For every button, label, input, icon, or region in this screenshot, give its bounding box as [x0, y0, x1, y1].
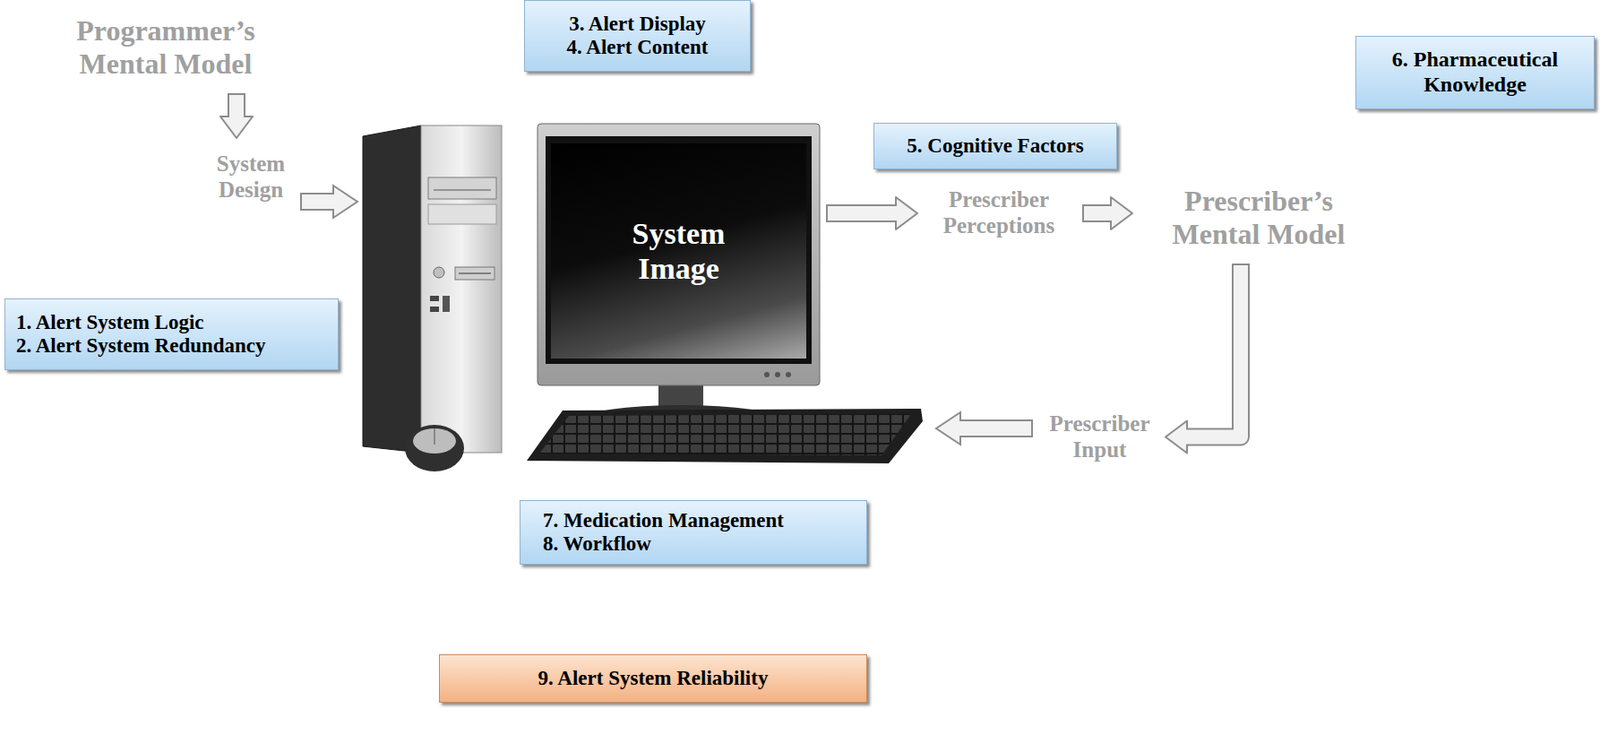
illustration-part: [404, 424, 465, 472]
illustration-part: [434, 428, 436, 445]
stage-text: Prescriber Perceptions: [922, 181, 1076, 245]
flow-arrow: [825, 197, 918, 230]
factor-box: 9. Alert System Reliability: [438, 653, 868, 703]
illustration-part: [421, 125, 502, 453]
arrow-fill: [1083, 206, 1114, 221]
illustration-part: [430, 306, 439, 312]
arrow-head: [220, 116, 253, 138]
illustration-part: [412, 428, 456, 454]
box-text: 9. Alert System Reliability: [538, 666, 769, 690]
flow-arrow: [1165, 263, 1241, 454]
stage-text: System Design: [204, 143, 298, 211]
box-text: 2. Alert System Redundancy: [16, 334, 267, 358]
mental-model-text: Prescriber’s Mental Model: [1139, 177, 1378, 259]
arrow-fill: [827, 206, 899, 221]
illustration-part: [764, 371, 770, 378]
illustration-part: [774, 371, 781, 378]
illustration-part: [433, 266, 445, 278]
box-text: 4. Alert Content: [567, 35, 709, 60]
illustration-part: [785, 371, 792, 378]
tower: [362, 125, 502, 453]
flow-arrow: [220, 93, 253, 138]
keyboard: [526, 408, 923, 464]
arrow-fill: [229, 94, 244, 120]
illustration-part: [545, 136, 812, 364]
factor-box: 6. Pharmaceutical Knowledge: [1355, 35, 1595, 110]
box-text: 3. Alert Display: [568, 12, 706, 36]
arrow-head: [1110, 197, 1133, 230]
factor-box: 5. Cognitive Factors: [873, 122, 1118, 170]
illustration-part: [458, 273, 491, 275]
factor-box: 7. Medication Management8. Workflow: [519, 499, 868, 565]
box-text: System Image: [602, 215, 756, 286]
illustration-part: [526, 408, 923, 464]
factor-box: 3. Alert Display4. Alert Content: [524, 0, 751, 72]
flow-arrow: [1082, 197, 1133, 230]
illustration-part: [428, 204, 497, 224]
box-text: 7. Medication Management: [542, 508, 784, 533]
illustration-part: [430, 295, 439, 302]
monitor: [537, 123, 820, 434]
mouse: [404, 424, 465, 472]
flow-arrow: [301, 185, 358, 218]
box-text: 8. Workflow: [542, 532, 652, 556]
box-text: 6. Pharmaceutical Knowledge: [1365, 47, 1585, 97]
flow-arrow: [936, 412, 1033, 445]
box-text: 1. Alert System Logic: [16, 310, 205, 335]
box-text: Prescriber Perceptions: [926, 187, 1072, 240]
illustration-part: [362, 125, 422, 453]
box-text: Prescriber’s Mental Model: [1143, 184, 1375, 251]
illustration-part: [442, 295, 450, 312]
box-text: 5. Cognitive Factors: [906, 134, 1084, 158]
stage-text: Prescriber Input: [1039, 407, 1161, 466]
illustration-part: [537, 123, 820, 386]
box-text: System Design: [207, 151, 294, 204]
box-text: Prescriber Input: [1042, 411, 1157, 464]
arrow-head: [895, 197, 918, 230]
mental-model-text: Programmer’s Mental Model: [62, 7, 269, 88]
monitor-screen: System Image: [550, 143, 807, 359]
illustration-part: [433, 189, 491, 191]
illustration-part: [428, 177, 497, 199]
box-text: Programmer’s Mental Model: [66, 14, 266, 81]
factor-box: 1. Alert System Logic2. Alert System Red…: [4, 298, 339, 370]
arrow-shaft: [1187, 263, 1241, 438]
arrow-head: [1165, 421, 1188, 454]
illustration-part: [539, 413, 912, 456]
arrow-fill: [1184, 265, 1241, 438]
illustration-part: [455, 266, 495, 280]
